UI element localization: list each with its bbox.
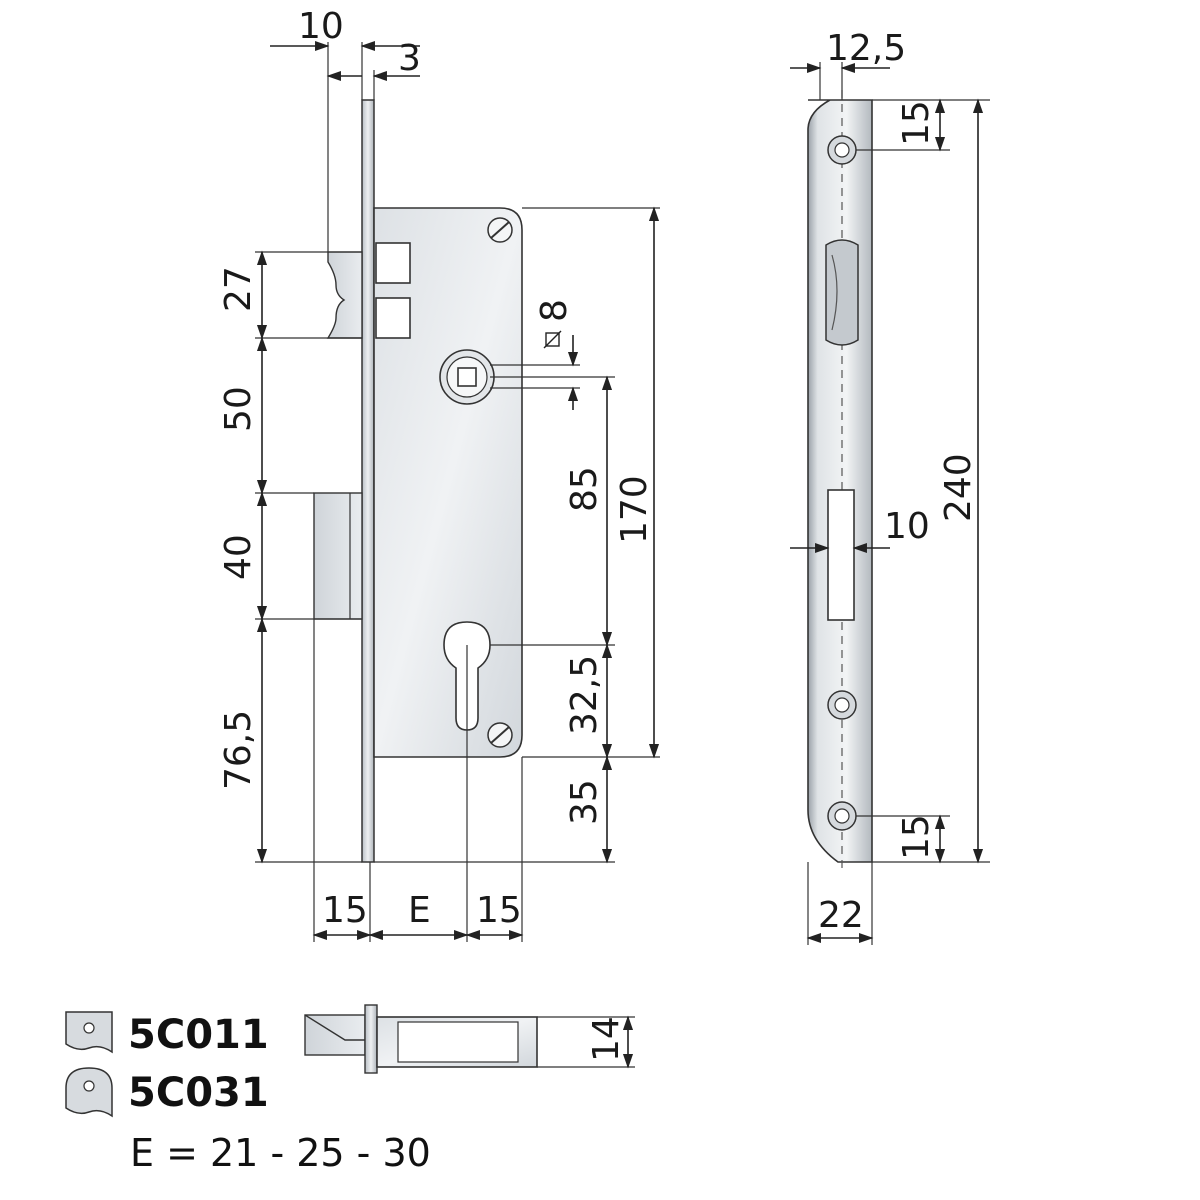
screw-bottom-icon bbox=[487, 722, 513, 748]
dim-cylinder-to-case-bottom: 32,5 bbox=[564, 655, 605, 735]
dim-backset: E bbox=[408, 890, 431, 931]
dim-spindle-to-cylinder: 85 bbox=[564, 466, 605, 512]
strike-plate bbox=[807, 99, 873, 863]
dim-faceplate-width: 10 bbox=[298, 6, 344, 47]
square-symbol-icon bbox=[545, 332, 560, 347]
faceplate bbox=[361, 99, 375, 863]
deadbolt bbox=[313, 492, 363, 620]
strike-hole-middle-icon bbox=[827, 690, 857, 720]
legend-backset-options: E = 21 - 25 - 30 bbox=[130, 1131, 431, 1175]
dim-case-bottom-to-plate: 35 bbox=[564, 779, 605, 825]
strike-plate-view bbox=[807, 90, 873, 870]
lock-front-view bbox=[313, 99, 523, 863]
dim-strike-offset: 12,5 bbox=[826, 28, 906, 69]
extension-lines bbox=[255, 42, 660, 942]
dim-bolt-to-bottom: 76,5 bbox=[218, 710, 259, 790]
dim-strike-length: 240 bbox=[938, 453, 979, 522]
dim-strike-slot-width: 10 bbox=[884, 506, 930, 547]
dim-square-spindle: 8 bbox=[534, 299, 575, 322]
section-faceplate bbox=[364, 1004, 378, 1074]
faceplate-square-icon bbox=[65, 1011, 113, 1054]
dim-strike-width: 22 bbox=[818, 895, 864, 936]
latch-slot-top bbox=[375, 242, 411, 284]
dim-latch-height: 27 bbox=[218, 266, 259, 312]
dim-bottom-right: 15 bbox=[476, 890, 522, 931]
dim-case-thickness: 14 bbox=[586, 1016, 627, 1062]
legend-model-square: 5C011 bbox=[128, 1012, 269, 1058]
screw-top-icon bbox=[487, 217, 513, 243]
dim-strike-bottom-hole: 15 bbox=[896, 814, 937, 860]
legend-model-rounded: 5C031 bbox=[128, 1070, 269, 1116]
dimension-arrows bbox=[256, 40, 660, 941]
strike-latch-recess bbox=[825, 239, 859, 346]
lock-case bbox=[373, 207, 523, 758]
strike-hole-top-icon bbox=[827, 135, 857, 165]
strike-bolt-slot bbox=[827, 489, 855, 621]
dim-latch-to-bolt: 50 bbox=[218, 386, 259, 432]
latch bbox=[326, 251, 363, 339]
legend: 5C011 5C031 E = 21 - 25 - 30 bbox=[65, 1011, 431, 1175]
dim-strike-top-hole: 15 bbox=[896, 100, 937, 146]
strike-dimension-lines bbox=[790, 62, 990, 945]
dim-bolt-height: 40 bbox=[218, 534, 259, 580]
lock-side-section bbox=[304, 1004, 635, 1074]
strike-hole-bottom-icon bbox=[827, 801, 857, 831]
dim-case-height: 170 bbox=[614, 475, 655, 544]
dim-bottom-left: 15 bbox=[322, 890, 368, 931]
dim-faceplate-thickness: 3 bbox=[398, 38, 421, 79]
spindle-hub-icon bbox=[439, 349, 495, 405]
latch-slot-bottom bbox=[375, 297, 411, 339]
faceplate-rounded-icon bbox=[65, 1067, 113, 1118]
